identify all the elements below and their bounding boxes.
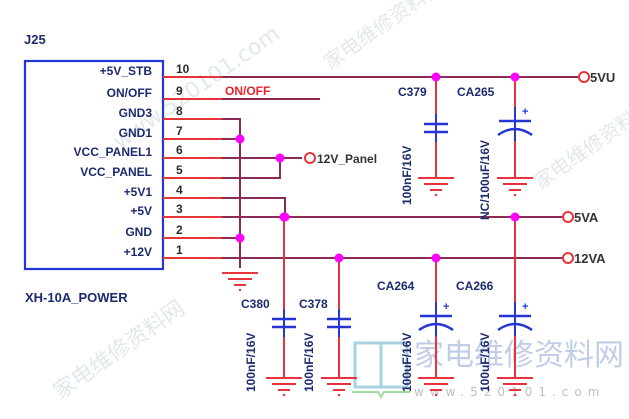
ground-dot (337, 393, 341, 397)
logo-page-right (379, 341, 409, 389)
capacitor-c380: C380 100nF/16V (241, 217, 296, 392)
pin-number: 6 (176, 143, 183, 157)
polarity-plus-icon: + (443, 301, 449, 313)
ground-c380 (266, 377, 302, 397)
pin-name: GND1 (119, 126, 153, 140)
ground-dot (238, 288, 242, 292)
pin-name: VCC_PANEL1 (74, 145, 153, 159)
capacitor-ref: CA266 (456, 279, 494, 293)
net-labels: 5VU ON/OFF 12V_Panel 5VA 12VA (225, 70, 615, 266)
logo-page-left (353, 341, 383, 389)
ground-dot (282, 393, 286, 397)
pin-number: 9 (176, 84, 183, 98)
junction-dot (510, 72, 520, 82)
pin-number: 8 (176, 104, 183, 118)
capacitor-ref: CA264 (377, 279, 415, 293)
net-5v1 (222, 197, 286, 217)
polarity-plus-icon: + (522, 301, 528, 313)
net-gnd3 (222, 118, 241, 268)
junction-dot (334, 253, 344, 263)
watermark-text-2: 家电维修资料网 (49, 296, 190, 405)
ground-c379 (418, 177, 454, 197)
net-label-5va: 5VA (574, 210, 599, 225)
watermark-text-4: 家电维修资料网 (529, 94, 629, 194)
capacitor-value: 100nF/16V (302, 333, 316, 392)
pin-name: +12V (124, 245, 152, 259)
ground-connector (222, 272, 258, 292)
capacitor-value: NC/100uF/16V (478, 140, 492, 220)
ground-dot (434, 193, 438, 197)
capacitor-ref: C378 (299, 297, 328, 311)
capacitor-c378: C378 100nF/16V (299, 258, 351, 392)
net-label-12va: 12VA (574, 251, 606, 266)
pin-number: 4 (176, 183, 183, 197)
capacitor-value: 100nF/16V (400, 146, 414, 205)
ground-dot (513, 393, 517, 397)
net-vcc-panel (222, 158, 281, 179)
pin-number: 10 (176, 62, 190, 76)
pin-name: VCC_PANEL (80, 165, 152, 179)
capacitor-ca264: + CA264 100uF/16V (377, 258, 454, 392)
net-label-on-off: ON/OFF (225, 84, 270, 98)
watermark-text-3: 家电维修资料网 (319, 0, 447, 74)
watermark-logo (352, 341, 410, 399)
junction-dot (431, 253, 441, 263)
junction-dot (510, 212, 520, 222)
port-5va (562, 211, 574, 223)
capacitor-plate-curved (497, 127, 533, 137)
junction-dot (431, 72, 441, 82)
junction-dot (235, 134, 245, 144)
capacitor-ca266: + CA266 100uF/16V (456, 217, 533, 392)
pin-number: 7 (176, 124, 183, 138)
net-label-5vu: 5VU (590, 70, 615, 85)
pin-number: 5 (176, 163, 183, 177)
polarity-plus-icon: + (522, 106, 528, 118)
pin-name: GND3 (119, 106, 153, 120)
junction-dot (275, 153, 285, 163)
watermark-logo-url: www.520101.com (414, 385, 605, 399)
pin-number: 2 (176, 223, 183, 237)
junction-dot (235, 233, 245, 243)
capacitor-plate-curved (497, 322, 533, 332)
pin-number: 1 (176, 243, 183, 257)
capacitor-value: 100nF/16V (244, 333, 258, 392)
capacitor-ref: C380 (241, 297, 270, 311)
pin-name: GND (125, 225, 152, 239)
pin-name: +5V_STB (100, 64, 153, 78)
watermark-logo-cn: 家电维修资料网 (414, 338, 624, 373)
capacitor-c379: C379 100nF/16V (398, 77, 448, 205)
pin-name: +5V1 (124, 185, 153, 199)
junction-dot (279, 212, 289, 222)
connector-body (23, 59, 165, 271)
connector-ref: J25 (24, 32, 46, 47)
logo-base (352, 391, 410, 399)
connector-part: XH-10A_POWER (25, 290, 128, 305)
capacitor-value: 100uF/16V (400, 333, 414, 392)
pin-number: 3 (176, 202, 183, 216)
pin-name: +5V (130, 204, 152, 218)
ground-ca266 (497, 377, 533, 397)
port-12va (562, 252, 574, 264)
ground-ca264 (418, 377, 454, 397)
capacitor-value: 100uF/16V (478, 333, 492, 392)
capacitor-plate-curved (418, 322, 454, 332)
ground-dot (434, 393, 438, 397)
ground-dot (513, 193, 517, 197)
ground-c378 (321, 377, 357, 397)
junctions (235, 72, 520, 263)
capacitor-ref: CA265 (457, 85, 495, 99)
capacitor-ref: C379 (398, 85, 427, 99)
ground-ca265 (497, 177, 533, 197)
port-5vu (578, 71, 590, 83)
port-12v-panel (304, 152, 316, 164)
pin-name: ON/OFF (107, 86, 152, 100)
net-label-12v-panel: 12V_Panel (317, 152, 377, 166)
